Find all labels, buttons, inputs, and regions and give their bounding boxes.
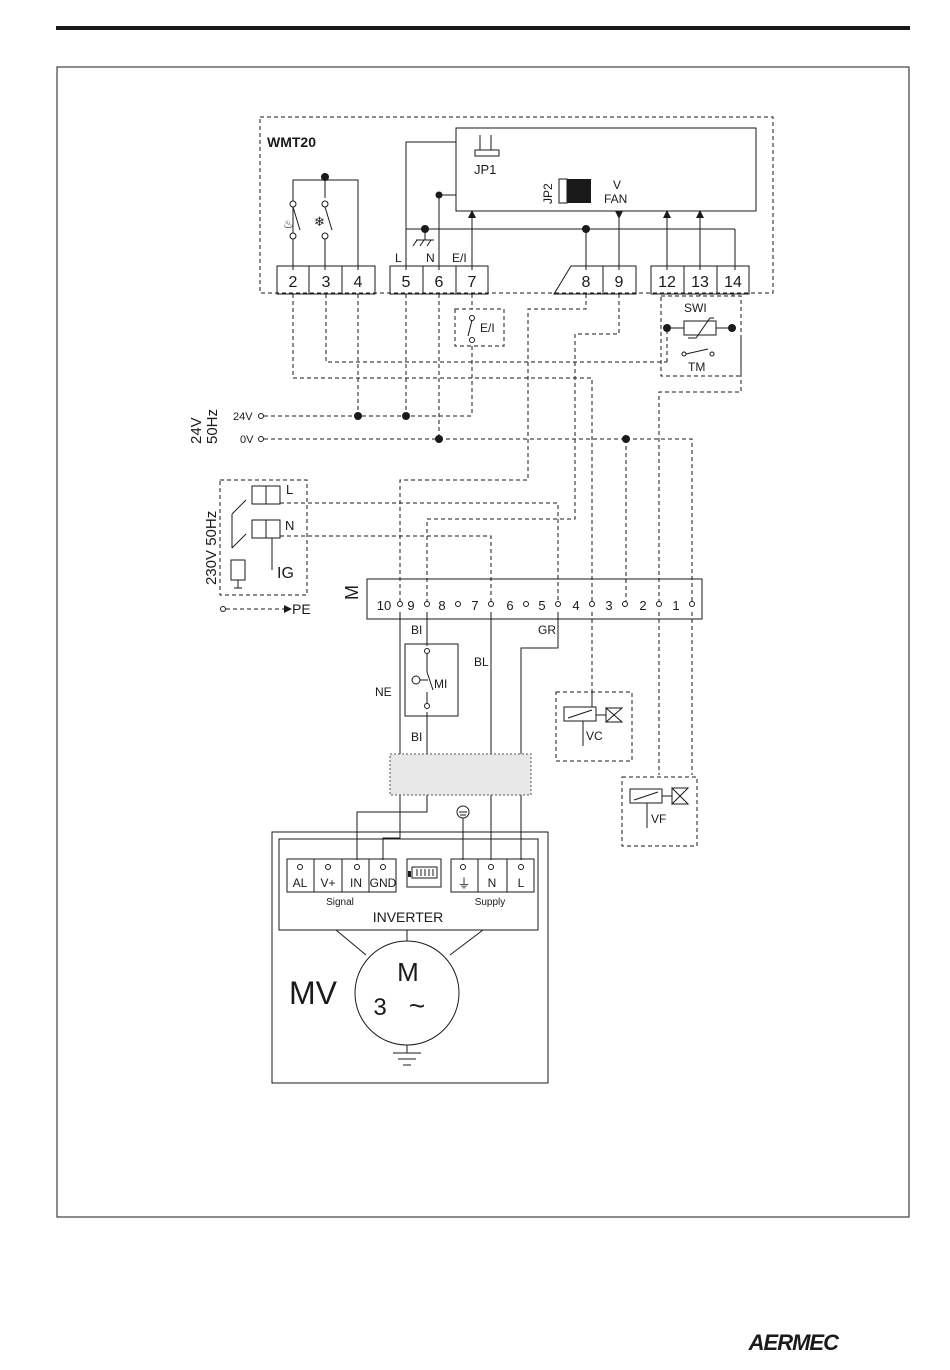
board-terminal-7: 7 (471, 598, 478, 613)
inv-gnd: GND (370, 876, 397, 890)
vc-valve: VC (556, 690, 632, 761)
wire-gr: GR (538, 623, 556, 637)
inv-n: N (488, 876, 497, 890)
board-terminal-screw (398, 602, 403, 607)
motor-phase: 3 (373, 994, 386, 1021)
wire-ne: NE (375, 685, 392, 699)
flame-icon: ♨ (283, 217, 294, 231)
board-terminal-screw (456, 602, 461, 607)
terminal-12: 12 (658, 274, 676, 291)
terminal-5: 5 (402, 274, 411, 291)
board-terminal-screw (690, 602, 695, 607)
inverter-motor-unit: AL V+ IN GND ⏚ N L Signal Supply INVERTE… (272, 832, 548, 1083)
board-terminal-6: 6 (506, 598, 513, 613)
swi-tm-sensors: SWI TM (661, 296, 741, 376)
n-label: N (426, 251, 435, 265)
motor-m: M (397, 957, 419, 987)
header-rule (56, 26, 910, 30)
board-terminal-screw (590, 602, 595, 607)
l-label: L (395, 251, 402, 265)
inv-l: L (518, 876, 525, 890)
tm-label: TM (688, 360, 705, 374)
supply-24v-label: 24V (188, 417, 205, 444)
board-terminal-screw (489, 602, 494, 607)
terminal-14: 14 (724, 274, 742, 291)
svg-text:JP1: JP1 (474, 162, 496, 177)
swi-label: SWI (684, 301, 707, 315)
motor-mv-label: MV (289, 975, 338, 1011)
terminal-3: 3 (322, 274, 331, 291)
board-terminal-9: 9 (407, 598, 414, 613)
vc-label: VC (586, 729, 603, 743)
svg-text:E/I: E/I (480, 321, 495, 335)
wire-bi-top: BI (411, 623, 422, 637)
inv-in: IN (350, 876, 362, 890)
supply-50hz-label: 50Hz (204, 409, 221, 444)
ig-label: IG (277, 565, 294, 582)
aermec-logo: AERMEC (749, 1330, 838, 1356)
terminal-13: 13 (691, 274, 709, 291)
diagram-frame (57, 67, 909, 1217)
board-terminal-screw (524, 602, 529, 607)
board-terminal-screw (657, 602, 662, 607)
ei-label: E/I (452, 251, 467, 265)
svg-text:24V: 24V (233, 411, 253, 423)
supply-n-label: N (285, 518, 294, 533)
wire-bi-bottom: BI (411, 730, 422, 744)
pe-label: PE (292, 601, 311, 617)
wire-bl: BL (474, 655, 489, 669)
v-label: V (613, 178, 621, 192)
board-terminals: 10 9 8 7 6 5 4 3 2 1 (377, 598, 695, 613)
controller-terminal-strip: 2 3 4 5 6 7 8 9 12 13 14 (277, 266, 749, 294)
season-switch: ♨ ❄ (283, 173, 358, 270)
inverter-title: INVERTER (373, 909, 444, 925)
svg-text:JP2: JP2 (541, 183, 555, 204)
vf-valve: VF (622, 777, 697, 846)
field-wiring (280, 294, 741, 775)
jp1-jumper: JP1 (474, 135, 499, 177)
ei-switch: E/I (455, 309, 504, 346)
supply-230v-label: 230V 50Hz (203, 511, 220, 585)
supply-24v: 24V 50Hz 24V 0V (188, 409, 630, 446)
inv-earth: ⏚ (457, 876, 470, 891)
inv-signal-label: Signal (326, 897, 354, 908)
ground-icon (457, 806, 469, 860)
board-terminal-10: 10 (377, 598, 391, 613)
terminal-6: 6 (435, 274, 444, 291)
mi-microswitch: MI (405, 644, 458, 716)
supply-l-label: L (286, 482, 293, 497)
board-terminal-2: 2 (639, 598, 646, 613)
motor-tilde: ~ (409, 990, 425, 1021)
terminal-4: 4 (354, 274, 363, 291)
cable-gland-area (390, 754, 531, 795)
jp2-jumper: JP2 (541, 179, 591, 204)
terminal-9: 9 (615, 274, 624, 291)
inv-al: AL (293, 876, 308, 890)
mi-label: MI (434, 677, 447, 691)
board-terminal-4: 4 (572, 598, 579, 613)
snowflake-icon: ❄ (314, 214, 325, 229)
wmt20-controller: WMT20 JP1 JP2 V FAN (260, 117, 773, 294)
terminal-8: 8 (582, 274, 591, 291)
board-terminal-screw (623, 602, 628, 607)
terminal-2: 2 (289, 274, 298, 291)
supply-230v: 230V 50Hz L N IG PE (203, 480, 311, 617)
controller-title: WMT20 (267, 134, 316, 150)
terminal-board-m: M 10 9 8 7 6 5 4 3 2 1 (342, 579, 702, 619)
board-terminal-8: 8 (438, 598, 445, 613)
svg-text:0V: 0V (240, 434, 254, 446)
dip-switch-icon (407, 859, 441, 887)
board-terminal-3: 3 (605, 598, 612, 613)
fan-label: FAN (604, 192, 627, 206)
board-terminal-5: 5 (538, 598, 545, 613)
board-m-label: M (342, 585, 362, 600)
board-terminal-screw (556, 602, 561, 607)
inv-vplus: V+ (320, 876, 335, 890)
board-terminal-1: 1 (672, 598, 679, 613)
terminal-7: 7 (468, 274, 477, 291)
board-terminal-screw (425, 602, 430, 607)
vf-label: VF (651, 812, 666, 826)
inv-supply-label: Supply (475, 897, 506, 908)
